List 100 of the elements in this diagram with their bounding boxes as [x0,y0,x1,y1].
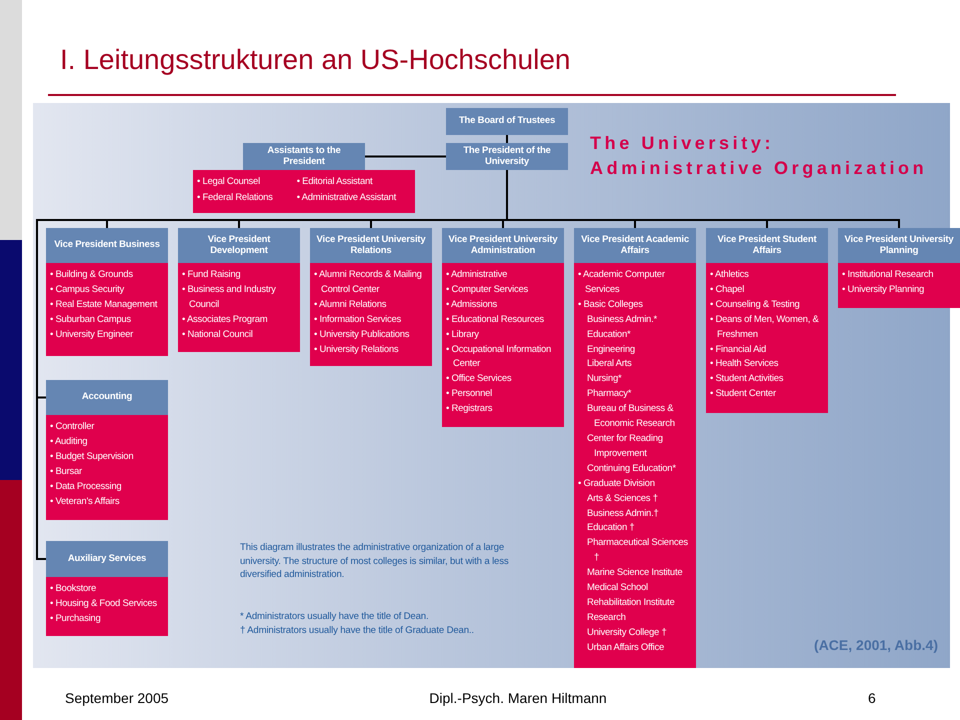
list-item: • Library [446,328,480,342]
list-item: • Registrars [446,402,494,416]
list-item: • Information Services [314,312,402,327]
list-item: • Personnel [446,387,493,402]
list-item: • Business and Industry Council [182,282,277,312]
list-item: • Purchasing [50,612,102,626]
unit-header: Assistants to the President [243,143,365,170]
org-unit-card [46,380,168,520]
unit-header: Vice President Development [178,228,300,263]
list-item: Business Admin.† [586,506,660,520]
org-unit-card [706,228,828,413]
org-box [446,108,568,135]
source-citation: (ACE, 2001, Abb.4) [814,637,938,653]
slide-title: I. Leitungsstrukturen an US-Hochschulen [60,44,570,76]
unit-header: Vice President University Administration [442,228,564,263]
list-item: • Real Estate Management [50,298,158,312]
footer-date: September 2005 [65,690,169,706]
list-item: • Auditing [50,434,88,449]
list-item: • Deans of Men, Women, & Freshmen [710,312,820,342]
org-unit-card [838,228,960,308]
list-item: • University Planning [842,282,926,297]
list-item: Center for Reading Improvement [586,432,664,461]
list-item: Rehabilitation Institute [586,596,676,610]
list-item: • Athletics [710,268,750,282]
list-item: • Editorial Assistant [296,175,374,189]
list-item: • Academic Computer Services [578,268,666,297]
list-item: • Graduate Division [578,476,656,491]
list-item: Research [586,610,627,625]
list-item: • Counseling & Testing [710,298,801,312]
list-item: • Data Processing [50,480,122,494]
list-item: • Student Center [710,387,777,402]
list-item: • Student Activities [710,372,784,386]
list-item: Arts & Sciences † [586,492,659,506]
list-item: • Bursar [50,464,83,479]
footnote: † Administrators usually have the title of Graduate Dean.. [240,624,474,637]
unit-header: Vice President Student Affairs [706,228,828,263]
org-unit-card [46,541,168,636]
list-item: Bureau of Business & Economic Research [586,402,676,432]
list-item: Marine Science Institute [586,566,684,580]
list-item: • Building & Grounds [50,268,134,282]
chart-heading: The University: Administrative Organization [590,132,928,180]
list-item: • National Council [182,328,254,342]
list-item: University College † [586,626,668,640]
list-item: Pharmacy* [586,387,632,402]
list-item: Pharmaceutical Sciences † [586,536,689,566]
list-item: • Controller [50,420,96,434]
list-item: Continuing Education* [586,462,677,476]
list-item: • Veteran's Affairs [50,494,120,509]
list-item: • University Relations [314,342,400,357]
connector-line [365,156,446,158]
list-item: • Occupational Information Center [446,342,552,372]
list-item: • Housing & Food Services [50,596,158,611]
list-item: • Bookstore [50,582,97,596]
list-item: Education † [586,521,636,536]
list-item: • Associates Program [182,312,268,327]
unit-header: Accounting [46,380,168,415]
list-item: Liberal Arts [586,357,633,372]
list-item: • Institutional Research [842,268,934,282]
org-unit-card [574,228,696,668]
unit-header: Vice President Business [46,228,168,263]
unit-header: Vice President University Planning [838,228,960,263]
list-item: • Chapel [710,282,746,297]
list-item: • Federal Relations [197,191,274,205]
list-item: • Admissions [446,298,498,312]
list-item: • Campus Security [50,282,126,297]
list-item: • Legal Counsel [197,175,261,189]
list-item: Medical School [586,581,649,596]
org-unit-card [178,228,300,352]
list-item: • Computer Services [446,282,529,297]
list-item: • Administrative [446,268,508,282]
list-item: • Suburban Campus [50,312,132,327]
unit-header: Vice President University Relations [310,228,432,263]
list-item: • Educational Resources [446,312,545,327]
list-item: • Office Services [446,372,512,386]
list-item: • Basic Colleges [578,298,644,312]
connector-line [506,135,508,143]
org-unit-card [310,228,432,366]
unit-header: Auxiliary Services [46,541,168,577]
box-label: The Board of Trustees [458,114,556,128]
org-unit-card [46,228,168,356]
list-item: • University Publications [314,328,410,342]
list-item: • University Engineer [50,328,134,342]
org-unit-card [193,143,415,213]
box-label: The President of the University [462,144,552,168]
list-item: Engineering [586,342,636,357]
unit-header: Vice President Academic Affairs [574,228,696,263]
list-item: Urban Affairs Office [586,640,666,655]
org-box [446,143,568,170]
list-item: • Alumni Relations [314,298,388,312]
footnote: * Administrators usually have the title of Dean. [240,610,429,623]
description-text: This diagram illustrates the administrative organization of a large university. The structure of most colleges is similar, but with a less diversified administration. [240,541,510,582]
list-item: • Fund Raising [182,268,242,282]
list-item: Education* [586,328,632,342]
page-number: 6 [868,690,876,706]
list-item: • Administrative Assistant [296,191,398,205]
list-item: • Health Services [710,357,780,372]
list-item: • Alumni Records & Mailing Control Center [314,268,423,297]
list-item: • Financial Aid [710,342,768,357]
footer-author: Dipl.-Psych. Maren Hiltmann [429,690,607,706]
list-item: • Budget Supervision [50,450,134,464]
